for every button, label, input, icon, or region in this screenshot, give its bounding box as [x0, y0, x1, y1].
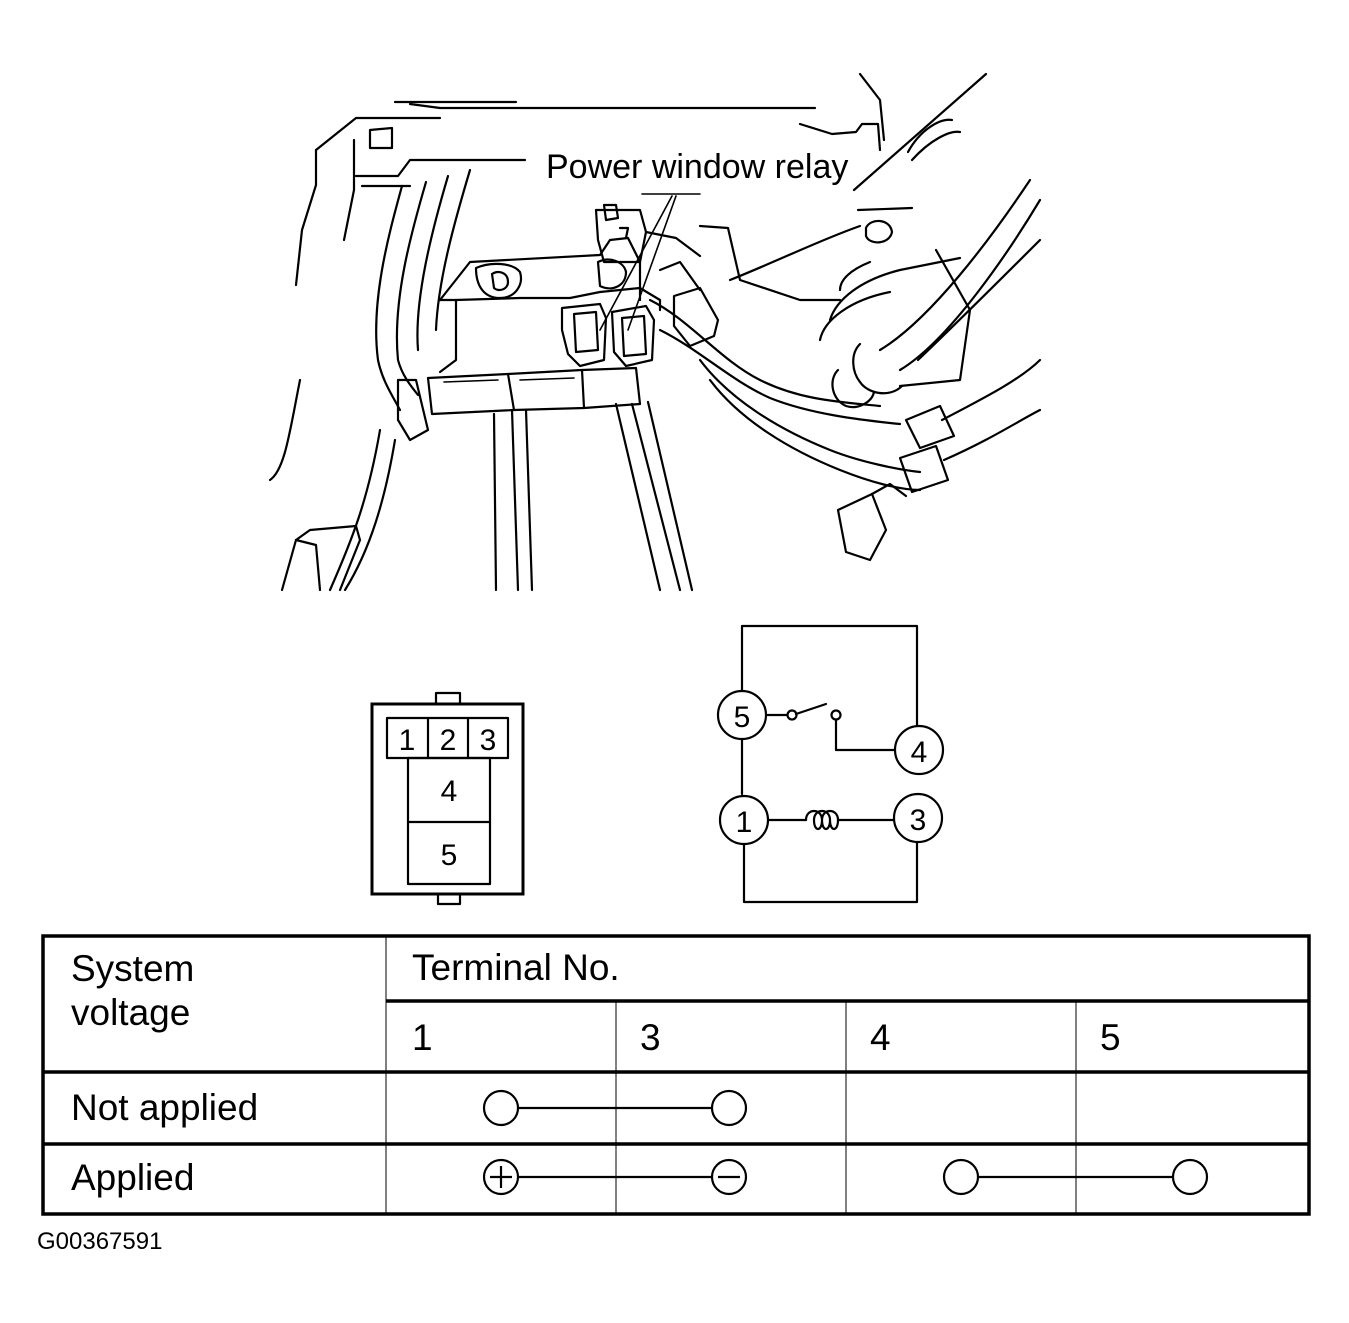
row-label-not-applied: Not applied: [71, 1087, 258, 1128]
relay-face-terminal-5: 5: [441, 839, 458, 872]
continuity-marks: [482, 1089, 1209, 1196]
relay-face-terminal-4: 4: [441, 775, 458, 808]
power-window-relay-callout: Power window relay: [546, 148, 848, 186]
table-grid: [41, 934, 1311, 1216]
column-terminal-1: 1: [412, 1017, 433, 1058]
schematic-terminal-1: 1: [718, 794, 770, 846]
svg-text:1: 1: [736, 806, 753, 839]
svg-text:3: 3: [910, 804, 927, 837]
svg-text:5: 5: [734, 701, 751, 734]
positive-terminal-symbol: [482, 1158, 520, 1196]
header-system-voltage-line2: voltage: [71, 992, 190, 1033]
switch-blade: [794, 702, 828, 716]
continuity-terminal-symbol: [1171, 1158, 1209, 1196]
continuity-terminal-symbol: [942, 1158, 980, 1196]
row-label-applied: Applied: [71, 1157, 194, 1198]
schematic-terminal-3: 3: [892, 792, 944, 844]
relay-face-terminal-2: 2: [440, 724, 457, 757]
svg-text:4: 4: [911, 736, 928, 769]
continuity-terminal-symbol: [482, 1089, 520, 1127]
vehicle-structure-art: [268, 72, 1042, 592]
switch-contact-fixed: [786, 709, 798, 721]
negative-terminal-symbol: [710, 1158, 748, 1196]
column-terminal-4: 4: [870, 1017, 891, 1058]
schematic-terminal-5: 5: [716, 689, 768, 741]
schematic-terminal-4: 4: [893, 724, 945, 776]
header-terminal-no: Terminal No.: [412, 947, 620, 988]
relay-body: [370, 691, 525, 906]
column-terminal-3: 3: [640, 1017, 661, 1058]
schematic-wiring: [740, 624, 919, 904]
relay-face-terminal-3: 3: [480, 724, 497, 757]
figure-id: G00367591: [37, 1228, 162, 1255]
column-terminal-5: 5: [1100, 1017, 1121, 1058]
relay-coil: [804, 809, 895, 831]
header-system-voltage-line1: System: [71, 948, 194, 989]
continuity-terminal-symbol: [710, 1089, 748, 1127]
relay-face-terminal-1: 1: [399, 724, 416, 757]
